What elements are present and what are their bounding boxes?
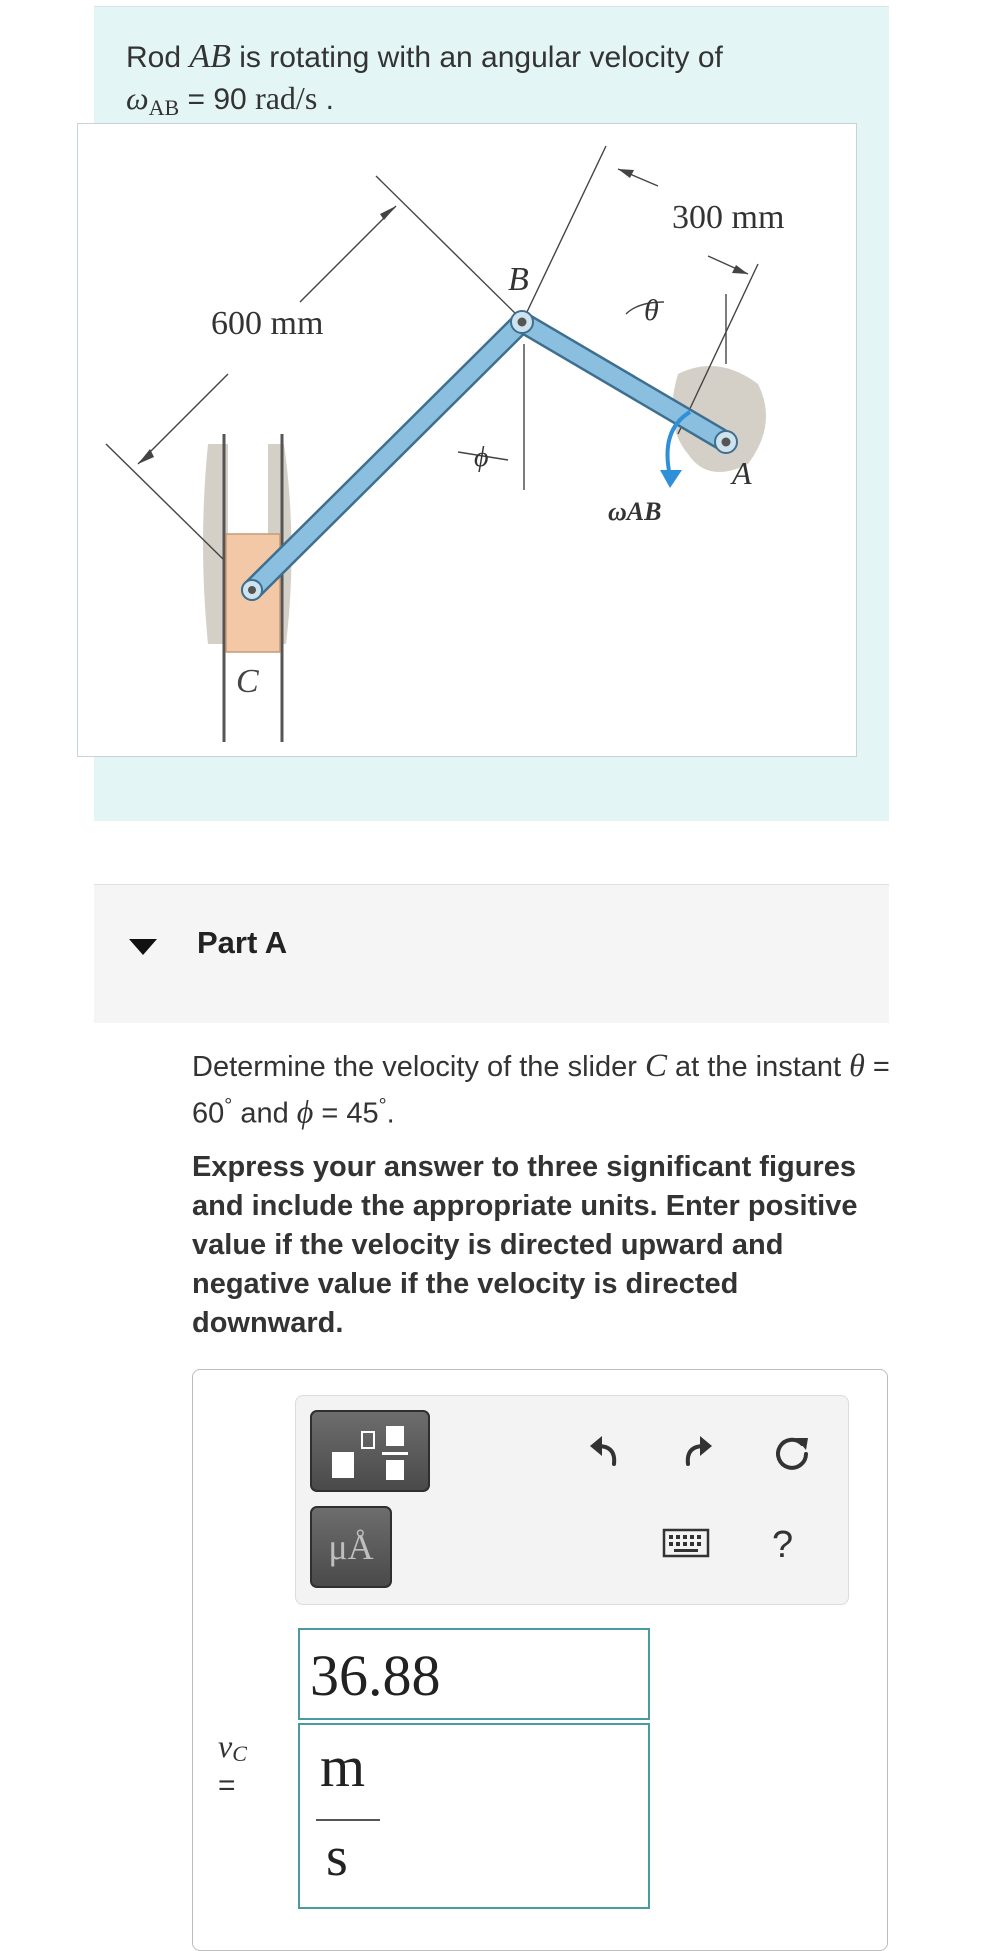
keyboard-icon[interactable] [662,1526,710,1560]
label-phi: ϕ [474,442,489,473]
fraction-template-icon [332,1426,408,1480]
mechanism-figure: 600 mm 300 mm [77,123,857,757]
dim-label-600: 600 mm [211,305,323,342]
omega-value: = 90 [179,83,256,116]
template-exponent-box [361,1431,375,1449]
slider-variable: C [644,1048,667,1084]
phi-value: = 45 [313,1097,379,1130]
theta-arc [625,301,665,315]
value-input[interactable]: 36.88 [298,1628,650,1720]
variable-symbol: v [218,1728,233,1764]
statement-text: . [317,83,334,116]
help-icon[interactable]: ? [772,1524,794,1566]
part-title: Part A [197,925,288,960]
variable-subscript: C [232,1741,247,1766]
math-toolbar: μÅ ? [295,1395,849,1605]
dim-ext-line [105,443,224,560]
theta-symbol: θ [849,1047,865,1083]
template-numerator-box [386,1426,404,1446]
dim-ext-line [677,263,759,435]
problem-statement-panel: Rod AB is rotating with an angular veloc… [77,6,889,821]
omega-symbol: ω [126,80,149,116]
guide-shadow-left [203,444,228,644]
label-omega-ab: ωAB [608,497,662,526]
omega-arc [665,410,692,477]
rod-bc [243,313,531,599]
pin-a-center [721,437,731,447]
omega-arrowhead [660,470,682,488]
dim-ext-line [525,145,607,315]
fraction-template-button[interactable] [310,1410,430,1492]
dim-arrowhead [138,449,154,464]
redo-icon[interactable] [678,1432,718,1472]
undo-icon[interactable] [584,1432,624,1472]
label-b: B [508,261,529,298]
dim-ext-line [375,175,523,321]
answer-variable-label: vC = [218,1730,247,1802]
answer-instructions: Express your answer to three significant… [192,1151,858,1339]
dim-arrowhead [732,265,748,274]
problem-statement: Rod AB is rotating with an angular veloc… [126,37,866,128]
theta-value: = 60 [192,1051,890,1130]
dim-line-600-upper [299,205,397,303]
mechanism-diagram: 600 mm 300 mm [105,145,784,742]
template-base-box [332,1452,354,1478]
phi-symbol: ϕ [296,1093,314,1130]
part-a-header[interactable]: Part A [94,884,889,1023]
pin-c-center [248,586,256,594]
statement-text: is rotating with an angular velocity of [230,41,723,74]
rod-variable: AB [189,38,231,75]
unit-input[interactable]: m s [298,1723,650,1909]
label-theta: θ [644,294,659,327]
dim-arrowhead [618,169,634,178]
reset-icon[interactable] [772,1432,812,1472]
units-button[interactable]: μÅ [310,1506,392,1588]
phi-arc [457,451,509,461]
degree-symbol: ° [224,1095,233,1117]
dim-arrowhead [380,206,396,220]
dim-label-300: 300 mm [672,199,784,236]
template-denominator-box [386,1460,404,1480]
units-icon: μÅ [328,1527,374,1567]
rod-ab [513,313,735,451]
question-part: at the instant [666,1051,850,1083]
dim-line-600-lower [137,373,229,465]
collapse-caret-icon[interactable] [129,939,157,955]
label-c: C [236,663,259,700]
unit-denominator: s [326,1826,348,1888]
statement-text: Rod [126,41,190,74]
pin-b-center [517,317,527,327]
degree-symbol: ° [378,1095,387,1117]
question-text: Determine the velocity of the slider C a… [192,1046,892,1134]
question-part: Determine the velocity of the slider [192,1051,645,1083]
ground-support [672,366,766,472]
value-text: 36.88 [310,1643,441,1708]
question-part: . [386,1097,395,1130]
omega-unit: rad/s [255,80,318,116]
unit-numerator: m [320,1734,366,1799]
question-part: and [232,1097,297,1130]
omega-subscript: AB [148,95,180,120]
unit-fraction-bar [316,1819,380,1821]
label-a: A [730,455,752,491]
template-fraction-bar [382,1452,408,1455]
equals-sign: = [218,1769,236,1802]
